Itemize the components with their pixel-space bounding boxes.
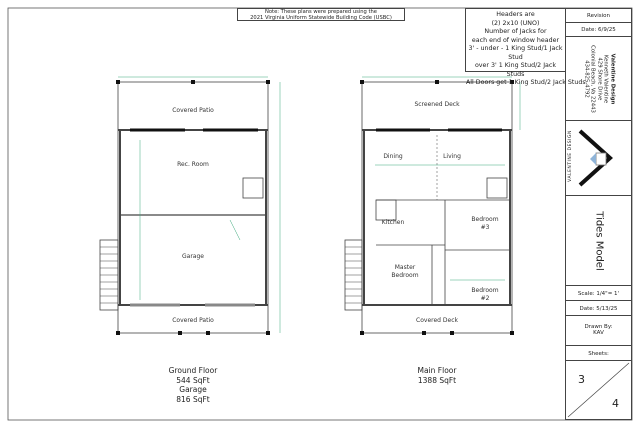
- logo-graphic: [578, 129, 613, 187]
- room-label: Covered Patio: [172, 107, 214, 114]
- drawing-date: Date: 5/13/25: [565, 300, 632, 316]
- headers-note-line: 3' - under - 1 King Stud/1 Jack Stud: [468, 45, 563, 61]
- room-label: Screened Deck: [414, 101, 460, 108]
- headers-note-line: All Doors get 1 King Stud/2 Jack Studs: [466, 79, 586, 86]
- company-line: 434-825-4792: [582, 59, 589, 98]
- headers-note: Headers are (2) 2x10 (UNO) Number of Jac…: [465, 8, 586, 86]
- room-label: Covered Patio: [172, 317, 214, 324]
- headers-note-line: each end of window header: [471, 36, 560, 44]
- room-label: #3: [481, 224, 490, 231]
- room-label: Covered Deck: [416, 317, 458, 324]
- drawn-by-value: KAV: [593, 330, 604, 336]
- company-line: Kenneth Valentine: [602, 54, 609, 103]
- sheet-current: 3: [578, 373, 585, 386]
- room-label: Rec. Room: [177, 161, 209, 168]
- caption-line: 816 SqFt: [176, 394, 210, 404]
- caption-line: 1388 SqFt: [417, 375, 457, 385]
- caption-line: Garage: [179, 385, 207, 394]
- room-label: Kitchen: [382, 219, 405, 226]
- sheet-number: 3 4: [565, 360, 632, 420]
- caption-line: Main Floor: [417, 366, 457, 375]
- scale: Scale: 1/4"= 1': [565, 285, 632, 301]
- headers-note-line: (2) 2x10 (UNO): [491, 19, 540, 27]
- revision-label: Revision: [565, 8, 632, 23]
- headers-note-line: over 3' 1 King Stud/2 Jack Studs: [474, 62, 557, 78]
- company-info: Valentine Design Kenneth Valentine 429 S…: [565, 36, 632, 121]
- company-line: Colonial Beach, Va 22443: [589, 44, 596, 113]
- room-label: Dining: [383, 153, 403, 160]
- headers-note-line: Number of Jacks for: [484, 28, 547, 35]
- model-name: Tides Model: [593, 210, 604, 271]
- company-name: Valentine Design: [608, 53, 615, 104]
- ground-floor-caption: Ground Floor 544 SqFt Garage 816 SqFt: [143, 366, 243, 404]
- logo-text: VALENTINE DESIGN: [568, 130, 573, 182]
- drawn-by: Drawn By: KAV: [565, 315, 632, 346]
- code-note-line: Note: These plans were prepared using th…: [264, 9, 377, 15]
- room-label: Bedroom: [471, 287, 498, 294]
- drawn-by-label: Drawn By:: [584, 324, 613, 330]
- code-note: Note: These plans were prepared using th…: [237, 8, 405, 21]
- revision-date: Date: 6/9/25: [565, 22, 632, 37]
- room-label: Bedroom: [471, 216, 498, 223]
- company-logo: VALENTINE DESIGN: [565, 120, 632, 196]
- room-label: Master: [395, 264, 416, 271]
- caption-line: Ground Floor: [168, 366, 218, 375]
- main-floor-caption: Main Floor 1388 SqFt: [387, 366, 487, 385]
- model-name-cell: Tides Model: [565, 195, 632, 286]
- room-label: Bedroom: [391, 272, 418, 279]
- sheet-divider: [567, 362, 630, 418]
- room-label: Garage: [182, 253, 204, 260]
- ground-floor-plan: [99, 76, 281, 335]
- room-label: #2: [481, 295, 490, 302]
- company-line: 429 Shore Drive: [595, 57, 602, 100]
- code-note-line: 2021 Virginia Uniform Statewide Building…: [250, 15, 392, 21]
- sheet-total: 4: [612, 397, 619, 410]
- room-label: Living: [443, 153, 461, 160]
- main-floor-plan: [344, 76, 521, 335]
- caption-line: 544 SqFt: [176, 375, 210, 385]
- sheets-label: Sheets:: [565, 345, 632, 361]
- headers-note-line: Headers are: [496, 11, 535, 18]
